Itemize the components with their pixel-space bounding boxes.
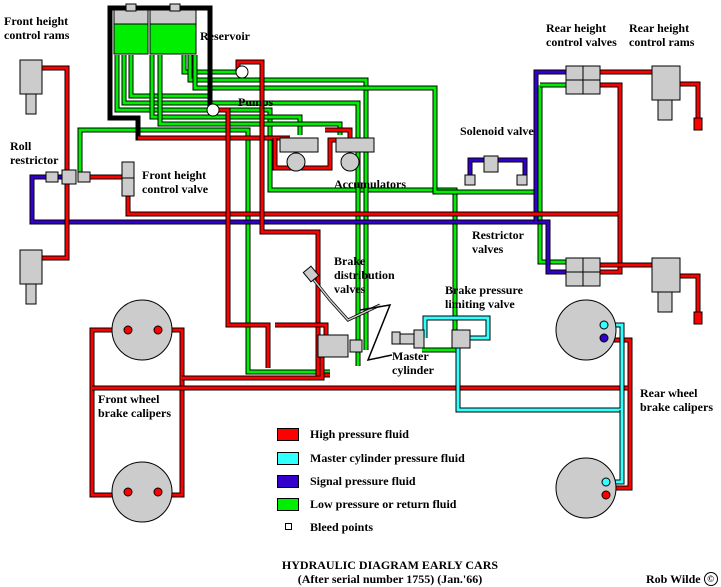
bleed-point-icon — [285, 523, 292, 530]
copyright-icon: © — [703, 572, 718, 586]
front-height-ram-upper — [19, 59, 43, 115]
label-solenoid-valve: Solenoid valve — [460, 124, 534, 138]
label-roll-restrictor: Roll restrictor — [10, 139, 59, 167]
label-accumulators: Accumulators — [334, 177, 406, 191]
rear-caliper-lower — [555, 457, 617, 519]
front-height-control-valve — [121, 161, 135, 197]
label-rear-height-valves: Rear height control valves — [546, 21, 617, 49]
reservoir — [113, 3, 197, 55]
rear-caliper-upper — [555, 299, 617, 361]
legend-swatch-low — [277, 498, 299, 511]
rear-height-ram-upper — [651, 65, 703, 131]
front-caliper-upper — [111, 299, 173, 361]
label-brake-limiting: Brake pressure limiting valve — [445, 283, 523, 311]
legend-label-master: Master cylinder pressure fluid — [310, 451, 465, 465]
credit: Rob Wilde © — [646, 572, 718, 586]
label-brake-distribution: Brake distribution valves — [334, 254, 395, 296]
front-caliper-lower — [111, 461, 173, 523]
legend-label-low: Low pressure or return fluid — [310, 497, 457, 511]
brake-pressure-limiting-valve — [451, 329, 471, 349]
legend-label-signal: Signal pressure fluid — [310, 474, 416, 488]
legend-swatch-master — [277, 452, 299, 465]
diagram-title: HYDRAULIC DIAGRAM EARLY CARS (After seri… — [281, 558, 499, 586]
rear-height-valve-upper — [565, 65, 601, 95]
label-front-height-valve: Front height control valve — [142, 168, 209, 196]
accumulator-left — [279, 137, 319, 172]
label-front-calipers: Front wheel brake calipers — [98, 392, 171, 420]
front-height-ram-lower — [19, 249, 43, 305]
label-reservoir: Reservoir — [200, 29, 250, 43]
pump-icon — [235, 65, 249, 79]
solenoid-valve — [464, 155, 528, 186]
pump-icon — [206, 103, 220, 117]
legend-label-high: High pressure fluid — [310, 427, 409, 441]
rear-height-valve-lower — [565, 257, 601, 287]
label-restrictor-valves: Restrictor valves — [472, 228, 524, 256]
label-rear-calipers: Rear wheel brake calipers — [640, 386, 713, 414]
legend-label-bleed: Bleed points — [310, 520, 374, 534]
label-pumps: Pumps — [238, 95, 274, 109]
label-master-cylinder: Master cylinder — [392, 349, 434, 377]
label-rear-height-rams: Rear height control rams — [629, 21, 695, 49]
master-cylinder — [391, 329, 425, 349]
roll-restrictor — [45, 169, 91, 185]
brake-distribution-valves — [302, 265, 393, 362]
rear-height-ram-lower — [651, 257, 703, 325]
legend-swatch-high — [277, 428, 299, 441]
accumulator-right — [335, 137, 375, 172]
label-front-height-rams: Front height control rams — [4, 14, 70, 42]
legend-swatch-signal — [277, 475, 299, 488]
